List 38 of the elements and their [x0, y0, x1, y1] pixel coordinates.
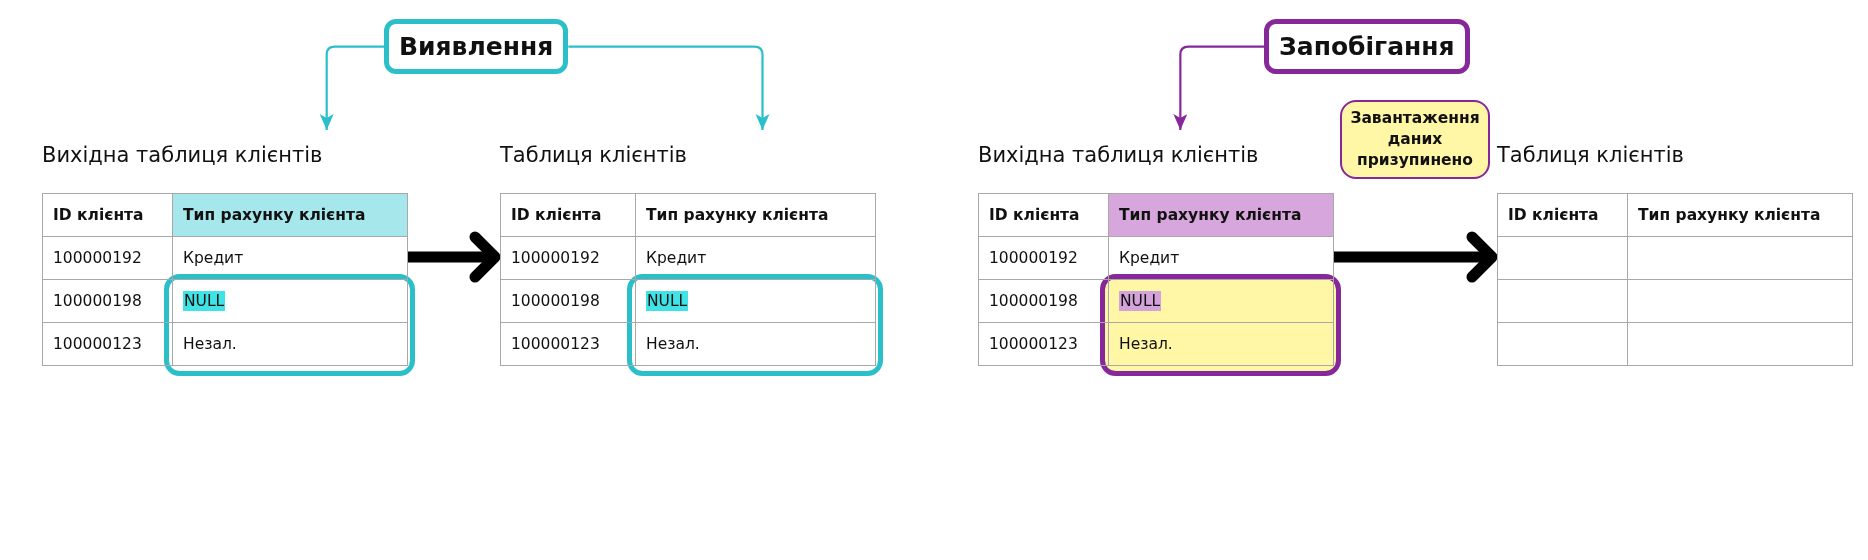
- heading-box: Виявлення: [384, 19, 569, 75]
- account-type: Незал.: [172, 322, 408, 366]
- table-title: Вихідна таблиця клієнтів: [978, 142, 1259, 169]
- column-header: ID клієнта: [500, 193, 636, 237]
- arrow: [568, 45, 770, 130]
- account-type: Кредит: [172, 236, 408, 280]
- arrow: [1173, 45, 1264, 130]
- column-header: ID клієнта: [978, 193, 1109, 237]
- column-header: Тип рахунку клієнта: [1627, 193, 1853, 237]
- customer-id: 100000198: [500, 279, 636, 323]
- column-header: Тип рахунку клієнта: [1108, 193, 1334, 237]
- heading-box: Запобігання: [1264, 19, 1470, 75]
- table-title: Таблиця клієнтів: [1497, 142, 1684, 169]
- account-type: Незал.: [1108, 322, 1334, 366]
- customer-id: 100000198: [42, 279, 173, 323]
- customer-id: 100000123: [42, 322, 173, 366]
- highlighted-value: NULL: [183, 291, 226, 311]
- arrow: [1333, 231, 1498, 283]
- column-header: ID клієнта: [42, 193, 173, 237]
- table-title: Вихідна таблиця клієнтів: [42, 142, 323, 169]
- highlighted-value: NULL: [646, 291, 689, 311]
- column-header: Тип рахунку клієнта: [172, 193, 408, 237]
- arrow: [319, 45, 384, 130]
- arrow: [407, 231, 501, 283]
- customer-id: 100000192: [978, 236, 1109, 280]
- customer-id: 100000192: [42, 236, 173, 280]
- account-type: Кредит: [1108, 236, 1334, 280]
- account-type: Незал.: [635, 322, 876, 366]
- table-title: Таблиця клієнтів: [500, 142, 687, 169]
- customer-id: 100000123: [500, 322, 636, 366]
- status-note: Завантаження даних призупинено: [1340, 100, 1490, 179]
- column-header: Тип рахунку клієнта: [635, 193, 876, 237]
- highlighted-value: NULL: [1119, 291, 1162, 311]
- customer-id: 100000198: [978, 279, 1109, 323]
- customer-id: 100000123: [978, 322, 1109, 366]
- customer-id: 100000192: [500, 236, 636, 280]
- column-header: ID клієнта: [1497, 193, 1628, 237]
- account-type: Кредит: [635, 236, 876, 280]
